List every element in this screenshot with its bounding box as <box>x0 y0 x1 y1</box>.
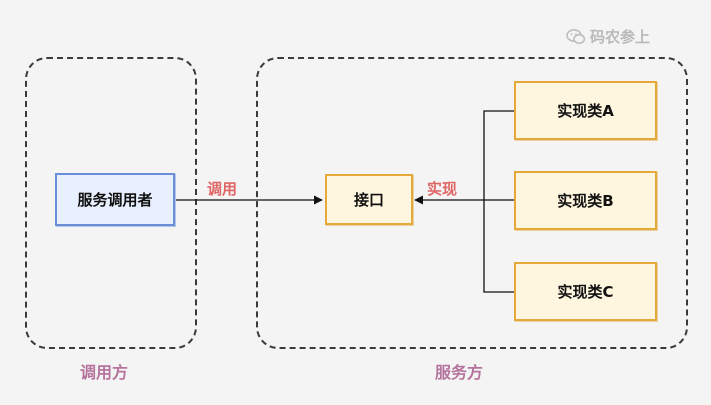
provider-side-label: 服务方 <box>435 363 484 382</box>
impl-b-node: 实现类B <box>514 171 657 230</box>
caller-side-group <box>25 57 197 349</box>
caller-node-label: 服务调用者 <box>77 191 153 209</box>
watermark: 码农参上 <box>566 26 650 47</box>
interface-node-label: 接口 <box>353 191 384 209</box>
impl-c-edge <box>483 200 514 293</box>
provider-side-group <box>256 57 688 349</box>
caller-node: 服务调用者 <box>55 173 175 226</box>
impl-a-label: 实现类A <box>557 102 614 120</box>
implement-label: 实现 <box>427 180 458 198</box>
watermark-text: 码农参上 <box>590 28 651 46</box>
impl-c-node: 实现类C <box>514 262 657 321</box>
impl-c-label: 实现类C <box>557 283 614 301</box>
caller-side-label: 调用方 <box>80 363 129 382</box>
impl-b-label: 实现类B <box>557 192 614 210</box>
impl-a-edge <box>483 110 514 200</box>
wechat-icon <box>566 28 586 46</box>
interface-node: 接口 <box>325 174 413 225</box>
call-label: 调用 <box>207 180 238 198</box>
impl-a-node: 实现类A <box>514 81 657 140</box>
